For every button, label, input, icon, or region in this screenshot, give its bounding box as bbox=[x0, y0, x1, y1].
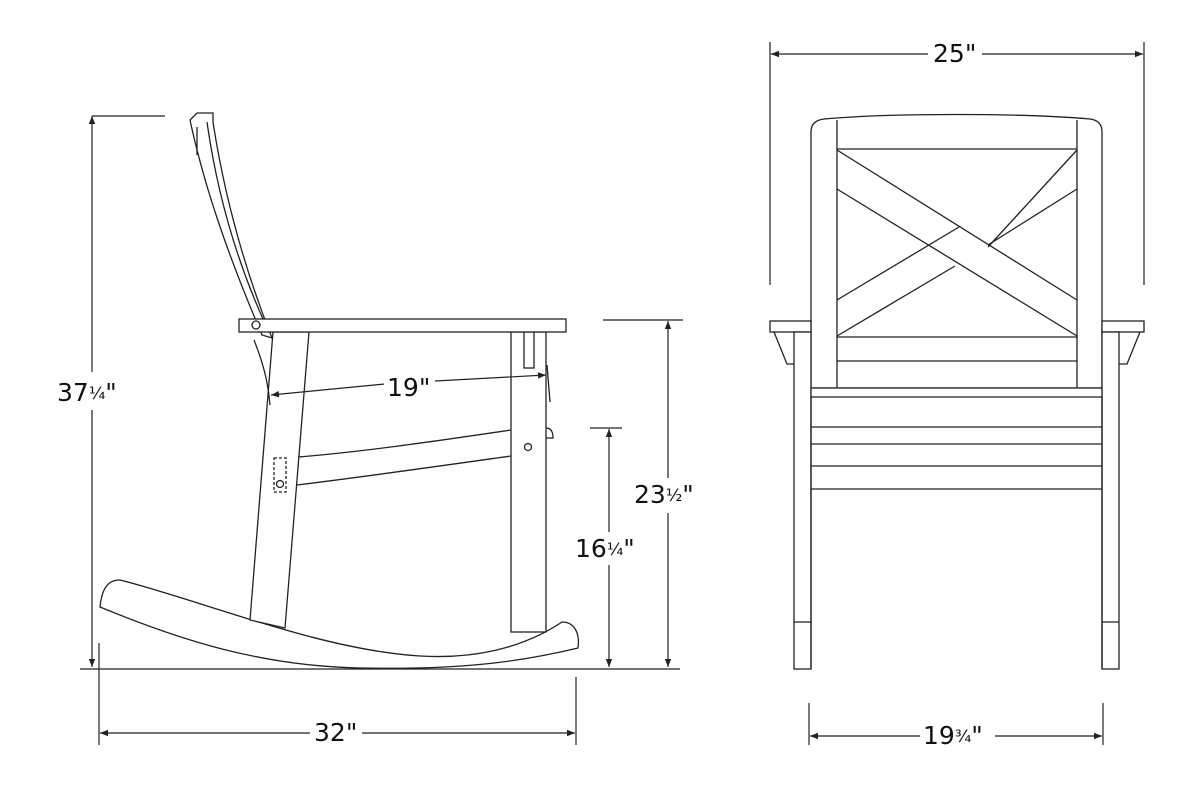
dim-value: 23 bbox=[634, 480, 666, 509]
dim-seat-height: 16¼" bbox=[572, 535, 638, 564]
back-frame bbox=[810, 113, 1103, 389]
front-leg-left bbox=[793, 331, 812, 670]
rocker bbox=[99, 579, 580, 669]
dim-fraction: ½ bbox=[665, 486, 683, 506]
stretcher bbox=[297, 429, 512, 458]
dim-value: 19 bbox=[387, 373, 419, 402]
dim-overall-width: 25" bbox=[930, 39, 980, 68]
dim-seat-width: 19¾" bbox=[920, 722, 986, 751]
dim-unit: " bbox=[682, 480, 694, 509]
arm-rest bbox=[238, 318, 567, 333]
dim-unit: " bbox=[971, 721, 983, 750]
dim-unit: " bbox=[418, 373, 431, 402]
dim-fraction: ¾ bbox=[954, 727, 972, 747]
dim-value: 37 bbox=[57, 378, 89, 407]
dim-fraction: ¼ bbox=[606, 540, 624, 560]
dim-value: 16 bbox=[575, 534, 607, 563]
dim-arm-height: 23½" bbox=[631, 481, 697, 510]
dim-overall-depth: 32" bbox=[311, 718, 361, 747]
dim-overall-height: 37¼" bbox=[54, 379, 120, 408]
dim-unit: " bbox=[964, 39, 977, 68]
seat bbox=[810, 387, 1103, 398]
backrest bbox=[189, 112, 274, 340]
front-view bbox=[769, 42, 1145, 745]
dim-fraction: ¼ bbox=[88, 384, 106, 404]
dim-value: 19 bbox=[923, 721, 955, 750]
dim-unit: " bbox=[623, 534, 635, 563]
dim-unit: " bbox=[105, 378, 117, 407]
dim-value: 25 bbox=[933, 39, 965, 68]
dim-unit: " bbox=[345, 718, 358, 747]
front-leg-right bbox=[1101, 331, 1120, 670]
dim-arm-depth: 19" bbox=[384, 373, 434, 402]
side-view bbox=[80, 112, 683, 745]
front-leg bbox=[510, 331, 547, 633]
dim-value: 32 bbox=[314, 718, 346, 747]
